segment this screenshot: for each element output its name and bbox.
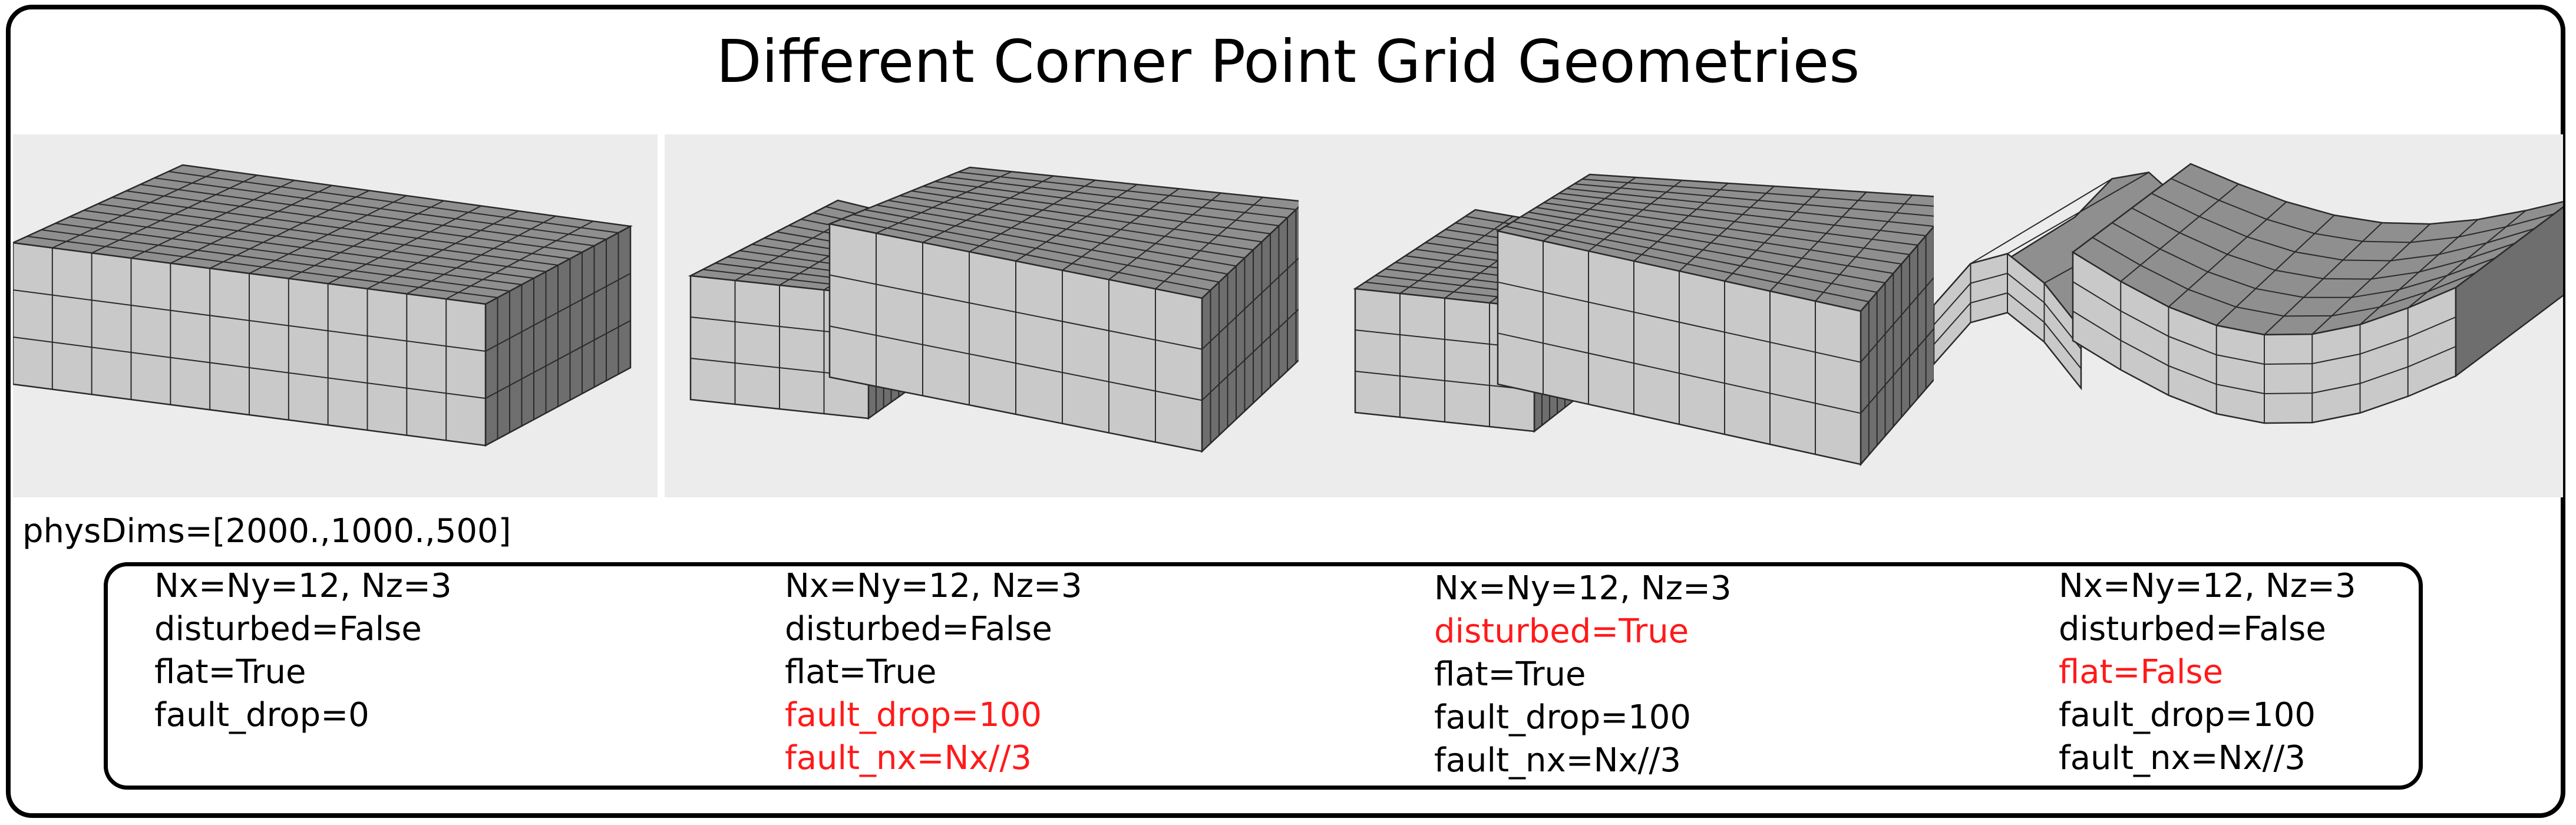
figure-frame bbox=[6, 5, 2565, 818]
param-line: Nx=Ny=12, Nz=3 bbox=[2059, 567, 2356, 605]
params-column-3: Nx=Ny=12, Nz=3 disturbed=True flat=True … bbox=[1434, 567, 1732, 782]
param-line: disturbed=False bbox=[154, 610, 422, 648]
figure-title: Different Corner Point Grid Geometries bbox=[716, 27, 1860, 96]
phys-dims-label: physDims=[2000.,1000.,500] bbox=[22, 512, 511, 550]
param-line-changed: fault_drop=100 bbox=[785, 696, 1042, 734]
disturbed-block-left-front-face bbox=[1354, 288, 1535, 433]
param-line-changed: disturbed=True bbox=[1434, 612, 1689, 651]
grid-panel-flat bbox=[13, 134, 658, 497]
param-line: fault_drop=100 bbox=[2059, 696, 2316, 734]
parameters-box bbox=[104, 562, 2423, 790]
param-line: flat=True bbox=[1434, 655, 1586, 694]
grid-render-flat bbox=[13, 164, 633, 447]
param-line: Nx=Ny=12, Nz=3 bbox=[154, 567, 452, 605]
grid-panel-fault bbox=[665, 134, 1299, 497]
disturbed-block-right-top-face bbox=[1495, 173, 1934, 312]
grid-panels bbox=[13, 134, 2563, 497]
grid-render-curved bbox=[1934, 163, 2563, 424]
params-column-1: Nx=Ny=12, Nz=3 disturbed=False flat=True… bbox=[154, 565, 452, 737]
param-line: disturbed=False bbox=[2059, 610, 2326, 648]
grid-panel-disturbed bbox=[1299, 134, 1934, 497]
grid-block-top-face bbox=[13, 164, 633, 305]
param-line: fault_nx=Nx//3 bbox=[2059, 739, 2306, 777]
param-line: fault_drop=0 bbox=[154, 696, 369, 734]
fault-block-right-top-face bbox=[827, 166, 1299, 299]
disturbed-block-right-front-face bbox=[1497, 230, 1862, 466]
grid-render-disturbed bbox=[1353, 173, 1934, 467]
param-line-changed: flat=False bbox=[2059, 653, 2224, 691]
param-line: Nx=Ny=12, Nz=3 bbox=[1434, 569, 1732, 608]
grid-block-front-face bbox=[13, 242, 487, 447]
params-column-2: Nx=Ny=12, Nz=3 disturbed=False flat=True… bbox=[785, 565, 1082, 780]
grid-panel-curved bbox=[1934, 134, 2563, 497]
param-line: Nx=Ny=12, Nz=3 bbox=[785, 567, 1082, 605]
param-line-changed: fault_nx=Nx//3 bbox=[785, 739, 1032, 777]
params-column-4: Nx=Ny=12, Nz=3 disturbed=False flat=Fals… bbox=[2059, 565, 2356, 780]
param-line: flat=True bbox=[154, 653, 306, 691]
param-line: flat=True bbox=[785, 653, 937, 691]
curved-grid-block bbox=[1934, 163, 2563, 424]
param-line: fault_nx=Nx//3 bbox=[1434, 741, 1681, 780]
param-line: fault_drop=100 bbox=[1434, 698, 1691, 737]
param-line: disturbed=False bbox=[785, 610, 1052, 648]
grid-render-fault bbox=[688, 166, 1299, 453]
grid-block-side-face bbox=[484, 225, 632, 447]
fault-block-right-front-face bbox=[828, 223, 1203, 453]
